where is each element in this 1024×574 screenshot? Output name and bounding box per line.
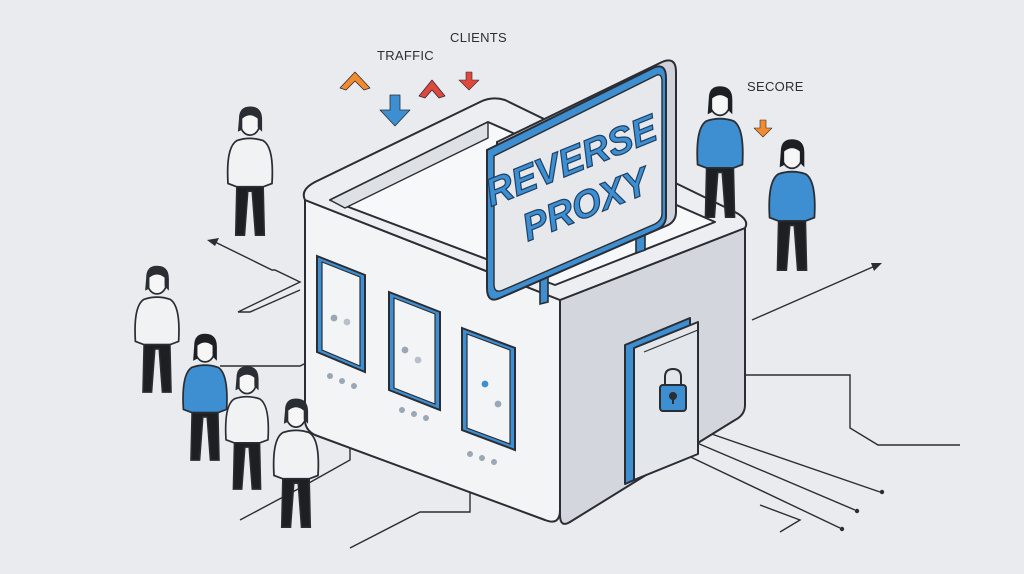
person-client-2 bbox=[134, 264, 180, 394]
line-end-dot-1 bbox=[879, 489, 885, 495]
line-end-dot-3 bbox=[839, 526, 845, 532]
connection-line-right-lower-1 bbox=[699, 429, 881, 493]
data-packet-dots bbox=[327, 314, 502, 465]
window-1 bbox=[316, 254, 366, 374]
reverse-proxy-sign: REVERSE PROXY bbox=[480, 59, 677, 306]
secure-label: SEϹORE bbox=[747, 79, 804, 94]
connection-line-right-mid bbox=[740, 374, 960, 446]
traffic-arrows bbox=[339, 71, 773, 138]
down-arrow-icon bbox=[753, 119, 773, 138]
arrowhead-right bbox=[871, 263, 882, 271]
building-windows bbox=[316, 254, 516, 452]
up-arrow-icon bbox=[418, 79, 446, 99]
arrowhead-left bbox=[207, 238, 219, 246]
door-edge bbox=[643, 329, 699, 353]
person-client-4 bbox=[224, 365, 270, 490]
roof-inner-wall bbox=[329, 121, 489, 209]
lock-icon bbox=[659, 367, 687, 412]
connection-line-right-upper bbox=[751, 265, 876, 321]
down-arrow-icon bbox=[379, 94, 411, 127]
sign-board-face bbox=[493, 74, 663, 292]
clients-label: CLIENTS bbox=[450, 30, 508, 45]
up-arrow-icon bbox=[339, 71, 371, 91]
line-end-dot-2 bbox=[854, 508, 860, 514]
traffic-label: TRAFFIC bbox=[377, 48, 434, 63]
person-client-1 bbox=[226, 105, 274, 237]
person-secure-2 bbox=[768, 138, 816, 272]
connection-line-left-upper bbox=[214, 241, 302, 313]
connection-line-right-lower-3 bbox=[679, 451, 841, 529]
down-arrow-icon bbox=[458, 71, 480, 91]
person-client-3 bbox=[182, 332, 228, 462]
connection-line-right-lower-4 bbox=[759, 504, 802, 533]
connection-line-right-lower-2 bbox=[689, 439, 856, 511]
window-3 bbox=[461, 326, 516, 452]
window-2 bbox=[388, 290, 441, 412]
arrowheads bbox=[207, 238, 885, 532]
